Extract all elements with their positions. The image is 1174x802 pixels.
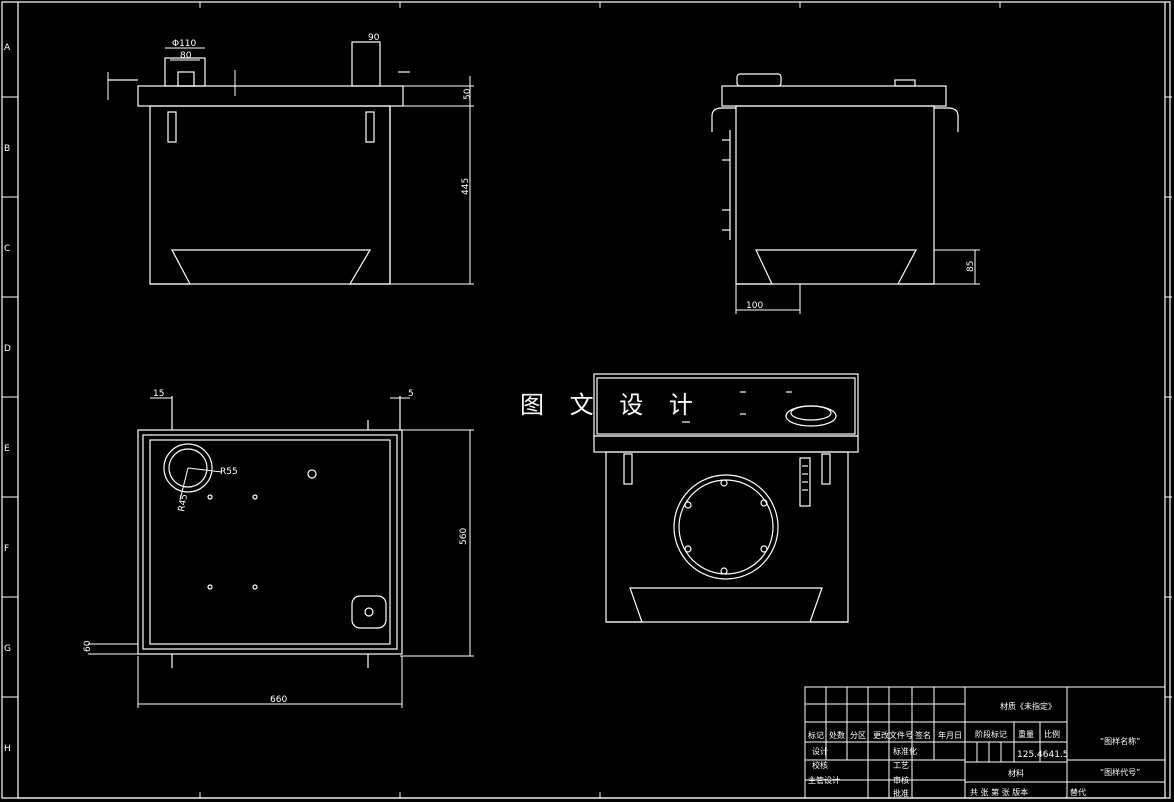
dim-660: 660 — [270, 695, 287, 705]
role-chief-design: 主管设计 — [808, 775, 840, 785]
side-filler-cap — [736, 73, 782, 87]
side-lift-hook-left — [711, 107, 736, 132]
drawing-name: “图样名称” — [1100, 736, 1140, 746]
title-block — [804, 686, 1166, 799]
front-tank-body — [149, 105, 391, 285]
role-standard: 标准化 — [893, 746, 917, 756]
dim-80: 80 — [180, 51, 192, 61]
side-tank-body — [735, 105, 935, 285]
dim-90: 90 — [368, 33, 380, 43]
stage-label: 阶段标记 — [975, 729, 1007, 739]
front-view — [107, 41, 474, 285]
row-letter: A — [4, 43, 11, 53]
dim-5: 5 — [408, 389, 414, 399]
role-design: 设计 — [812, 746, 828, 756]
top-view — [88, 396, 474, 708]
side-view — [711, 73, 980, 314]
dim-r55: R55 — [220, 467, 238, 477]
dim-50: 50 — [463, 88, 473, 100]
dim-445: 445 — [461, 178, 471, 195]
role-approve: 批准 — [893, 788, 909, 798]
dim-15: 15 — [153, 389, 164, 399]
scale-label: 比例 — [1044, 729, 1060, 739]
side-lift-hook-right — [934, 107, 959, 132]
weight-value: 125.4641.5 — [1017, 750, 1069, 760]
row-letter: C — [4, 244, 10, 254]
top-filler-circle — [163, 443, 213, 493]
header-sign: 签名 — [915, 730, 931, 740]
row-letter: E — [4, 444, 10, 454]
drawing-code: “图样代号” — [1100, 767, 1140, 777]
rear-view — [593, 373, 859, 623]
dim-diameter-110: Φ110 — [172, 39, 197, 49]
row-letter: F — [4, 544, 9, 554]
dim-100: 100 — [746, 301, 763, 311]
front-air-breather — [351, 41, 381, 87]
role-process: 工艺 — [893, 761, 909, 770]
row-letters: A B C D E F G H — [4, 43, 11, 754]
header-zone: 分区 — [850, 731, 866, 740]
role-check: 校核 — [812, 760, 828, 770]
material-label: 材料 — [1008, 768, 1024, 778]
top-outer-plate — [137, 429, 403, 655]
replace-label: 替代 — [1070, 787, 1086, 797]
header-mark: 标记 — [808, 730, 824, 740]
weight-label: 重量 — [1018, 729, 1034, 739]
top-inner-plate — [149, 439, 391, 645]
side-lid — [721, 85, 947, 107]
drawing-material: 材质《未指定》 — [1000, 701, 1056, 711]
role-review: 审核 — [893, 775, 909, 785]
row-letter: B — [4, 144, 10, 154]
rear-inspection-cover — [673, 474, 779, 580]
header-count: 处数 — [829, 730, 845, 740]
row-letter: H — [4, 744, 11, 754]
header-change-doc: 更改文件号 — [873, 730, 913, 740]
dim-560: 560 — [459, 528, 469, 545]
dim-85: 85 — [966, 261, 976, 272]
sheet-labels: 共 张 第 张 版本 — [970, 787, 1028, 797]
dim-r45: R45 — [177, 493, 190, 512]
front-foot-cutout — [150, 249, 390, 285]
watermark-text: 图 文 设 计 — [520, 391, 702, 419]
rear-tank-body — [605, 451, 849, 623]
rear-level-gauge — [799, 457, 811, 507]
front-lid — [137, 85, 404, 107]
row-letter: D — [4, 344, 11, 354]
header-date: 年月日 — [938, 730, 962, 740]
row-letter: G — [4, 644, 11, 654]
title-block-text: 标记 处数 分区 更改文件号 签名 年月日 设计 校核 主管设计 标准化 工艺 … — [808, 701, 1140, 798]
dim-60: 60 — [83, 640, 93, 652]
top-breather-pad — [351, 595, 387, 629]
